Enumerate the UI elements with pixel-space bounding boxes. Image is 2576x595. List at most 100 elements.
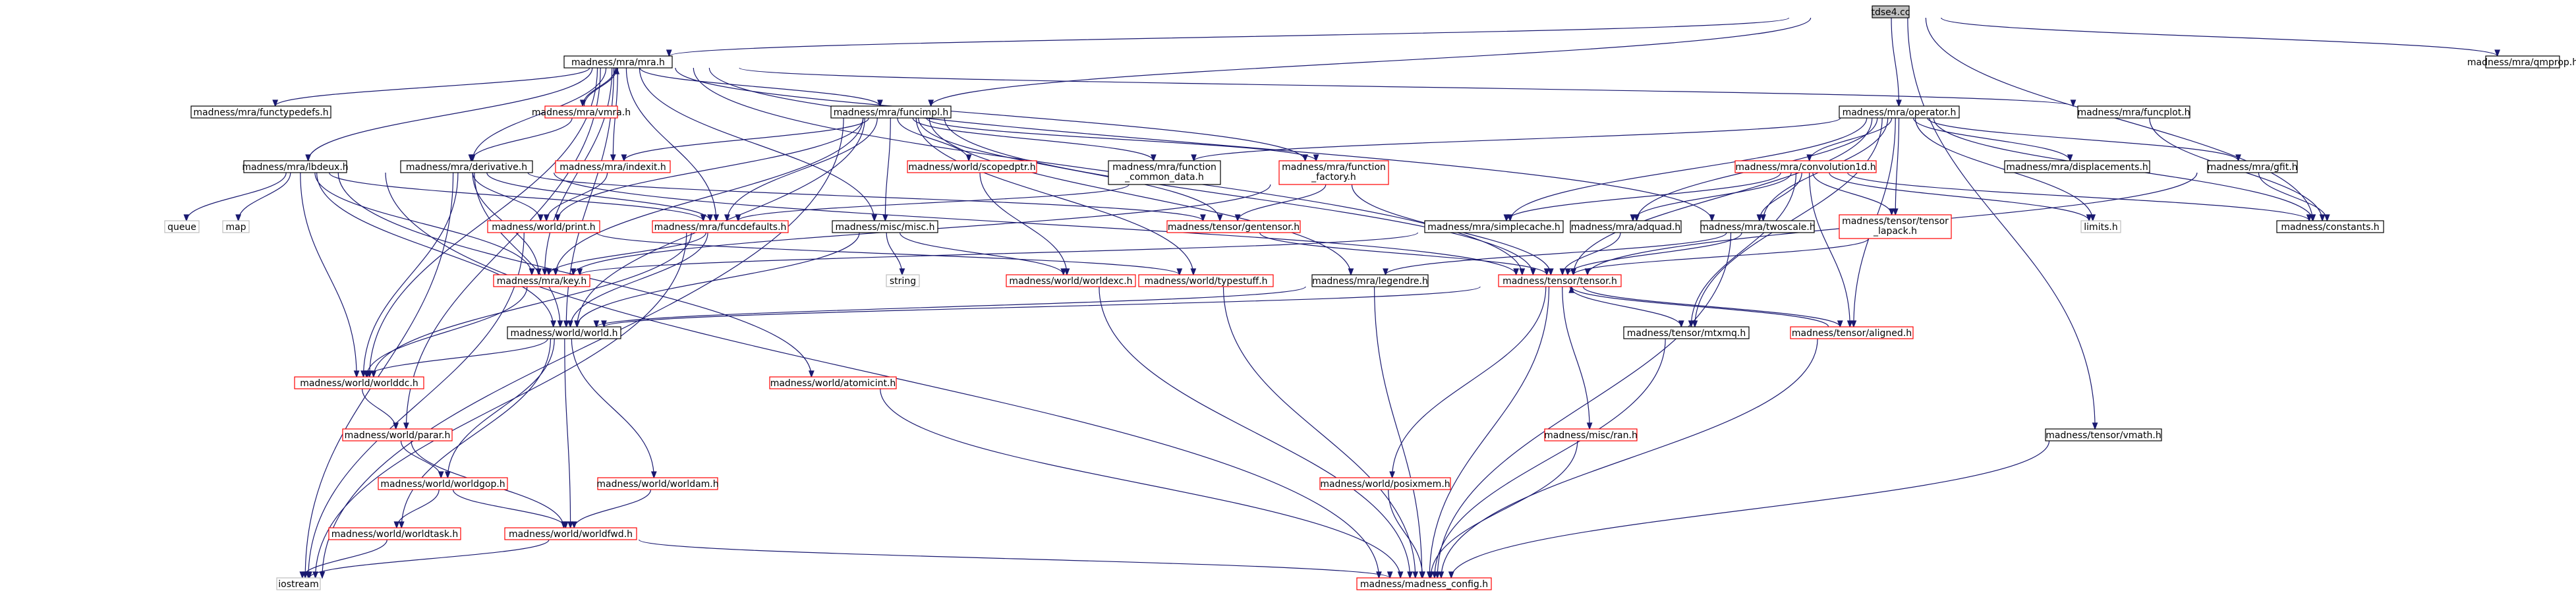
arrowhead: [1234, 214, 1241, 222]
edge-derivative-to-worlddc: [360, 172, 459, 378]
node-box: [400, 160, 533, 173]
node-label: madness/constants.h: [2281, 222, 2379, 233]
edge-root-to-vmath: [1907, 17, 2098, 430]
node-madness-mra-adquad-h[interactable]: madness/mra/adquad.h: [1570, 220, 1682, 233]
arrowhead: [444, 471, 451, 479]
node-label: madness/tensor/mtxmq.h: [1627, 328, 1746, 339]
arrowhead: [574, 320, 580, 328]
node-madness-world-worldam-h[interactable]: madness/world/worldam.h: [596, 477, 719, 490]
arrowhead: [882, 214, 888, 222]
node-madness-world-worlddc-h[interactable]: madness/world/worlddc.h: [294, 376, 424, 389]
arrowhead: [1448, 571, 1454, 579]
edge-line: [1895, 117, 1900, 215]
edge-mra-to-functypedefs: [272, 67, 590, 107]
edge-line: [362, 172, 459, 378]
arrowhead: [877, 99, 883, 107]
node-box: [342, 428, 453, 441]
edge-operator-to-displacements: [1913, 117, 2073, 162]
edge-funcdefaults-to-key: [546, 232, 706, 276]
edge-line: [1373, 286, 1423, 579]
node-madness-world-print-h[interactable]: madness/world/print.h: [487, 220, 600, 233]
edge-line: [366, 338, 548, 378]
node-madness-mra-derivative-h[interactable]: madness/mra/derivative.h: [400, 160, 533, 173]
node-madness-world-worldfwd-h[interactable]: madness/world/worldfwd.h: [504, 527, 637, 540]
node-box: [222, 220, 250, 233]
node-madness-world-scopedptr-h[interactable]: madness/world/scopedptr.h: [907, 160, 1037, 173]
node-box: [2080, 220, 2121, 233]
node-madness-world-parar-h[interactable]: madness/world/parar.h: [342, 428, 453, 441]
node-madness-mra-funcdefaults-h[interactable]: madness/mra/funcdefaults.h: [652, 220, 789, 233]
edge-mtxmq-to-config: [1431, 338, 1666, 579]
node-box: [487, 220, 600, 233]
node-madness-mra-gfit-h[interactable]: madness/mra/gfit.h: [2207, 160, 2298, 173]
arrowhead: [808, 370, 815, 378]
edge-mra-to-parar: [403, 67, 601, 430]
arrowhead: [570, 268, 577, 276]
node-madness-world-posixmem-h[interactable]: madness/world/posixmem.h: [1319, 477, 1451, 490]
node-madness-world-worldgop-h[interactable]: madness/world/worldgop.h: [378, 477, 508, 490]
node-madness-mra-funcimpl-h[interactable]: madness/mra/funcimpl.h: [830, 105, 952, 119]
node-madness-mra-indexit-h[interactable]: madness/mra/indexit.h: [555, 160, 671, 173]
node-madness-world-world-h[interactable]: madness/world/world.h: [507, 326, 621, 339]
node-madness-mra-key-h[interactable]: madness/mra/key.h: [493, 274, 590, 287]
edge-funcimpl-to-print: [554, 117, 864, 222]
node-madness-mra-simplecache-h[interactable]: madness/mra/simplecache.h: [1424, 220, 1564, 233]
arrowhead: [550, 320, 557, 328]
edge-mra-to-ffactory: [675, 67, 1308, 162]
node-madness-misc-misc-h[interactable]: madness/misc/misc.h: [832, 220, 938, 233]
arrowhead: [319, 571, 326, 579]
edge-line: [1506, 172, 1781, 221]
node-madness-tensor-aligned-h[interactable]: madness/tensor/aligned.h: [1790, 326, 1914, 339]
arrowhead: [593, 320, 600, 328]
node-madness-madness-config-h[interactable]: madness/madness_config.h: [1356, 577, 1492, 590]
edge-lbdeux-to-config: [385, 172, 1382, 579]
node-madness-constants-h[interactable]: madness/constants.h: [2276, 220, 2384, 233]
edge-line: [401, 338, 552, 528]
arrowhead: [537, 214, 544, 222]
node-madness-mra-qmprop-h[interactable]: madness/mra/qmprop.h: [2467, 55, 2576, 69]
node-madness-tensor-tensor-lapack-h[interactable]: madness/tensor/tensor_lapack.h: [1839, 214, 1952, 239]
edge-parar-to-worldgop: [400, 440, 444, 479]
edge-line: [486, 172, 711, 221]
node-madness-mra-function-common-data-h[interactable]: madness/mra/function_common_data.h: [1108, 160, 1221, 185]
arrowhead: [1519, 268, 1526, 276]
edge-line: [668, 17, 1790, 57]
node-madness-tensor-gentensor-h[interactable]: madness/tensor/gentensor.h: [1166, 220, 1301, 233]
edge-line: [308, 232, 525, 579]
edge-derivative-to-print: [472, 172, 544, 222]
edge-derivative-to-tensor: [554, 172, 1520, 276]
node-madness-mra-functypedefs-h[interactable]: madness/mra/functypedefs.h: [190, 105, 331, 119]
node-madness-mra-vmra-h[interactable]: madness/mra/vmra.h: [532, 105, 631, 119]
node-madness-tensor-mtxmq-h[interactable]: madness/tensor/mtxmq.h: [1623, 326, 1750, 339]
node-madness-mra-displacements-h[interactable]: madness/mra/displacements.h: [2004, 160, 2150, 173]
arrowhead: [1760, 214, 1766, 222]
node-label: madness/world/worldfwd.h: [509, 529, 633, 540]
arrowhead: [614, 67, 620, 74]
node-madness-misc-ran-h[interactable]: madness/misc/ran.h: [1544, 428, 1638, 441]
node-label: madness/world/scopedptr.h: [908, 162, 1035, 173]
edge-worldgop-to-worldtask: [393, 489, 440, 529]
node-madness-mra-convolution1d-h[interactable]: madness/mra/convolution1d.h: [1734, 160, 1877, 173]
arrowhead: [666, 49, 672, 57]
arrowhead: [557, 320, 563, 328]
edge-line: [926, 117, 1317, 161]
node-madness-mra-operator-h[interactable]: madness/mra/operator.h: [1839, 105, 1960, 119]
node-box: [1570, 220, 1682, 233]
node-madness-mra-lbdeux-h[interactable]: madness/mra/lbdeux.h: [242, 160, 349, 173]
node-label: madness/world/atomicint.h: [770, 378, 896, 389]
node-madness-mra-legendre-h[interactable]: madness/mra/legendre.h: [1311, 274, 1429, 287]
edge-root-to-qmprop: [1941, 17, 2501, 57]
node-madness-mra-function-factory-h[interactable]: madness/mra/function_factory.h: [1278, 160, 1389, 185]
node-madness-world-worldtask-h[interactable]: madness/world/worldtask.h: [328, 527, 461, 540]
node-madness-world-worldexc-h[interactable]: madness/world/worldexc.h: [1006, 274, 1136, 287]
edge-line: [596, 232, 1180, 275]
node-madness-world-typestuff-h[interactable]: madness/world/typestuff.h: [1138, 274, 1274, 287]
node-madness-mra-mra-h[interactable]: madness/mra/mra.h: [563, 55, 673, 69]
edge-line: [915, 117, 1194, 275]
node-tdse4-cc[interactable]: tdse4.cc: [1871, 5, 1910, 18]
node-madness-tensor-tensor-h[interactable]: madness/tensor/tensor.h: [1498, 274, 1622, 287]
node-madness-mra-funcplot-h[interactable]: madness/mra/funcplot.h: [2077, 105, 2190, 119]
node-madness-mra-twoscale-h[interactable]: madness/mra/twoscale.h: [1700, 220, 1816, 233]
node-madness-world-atomicint-h[interactable]: madness/world/atomicint.h: [769, 376, 897, 389]
node-madness-tensor-vmath-h[interactable]: madness/tensor/vmath.h: [2045, 428, 2162, 441]
